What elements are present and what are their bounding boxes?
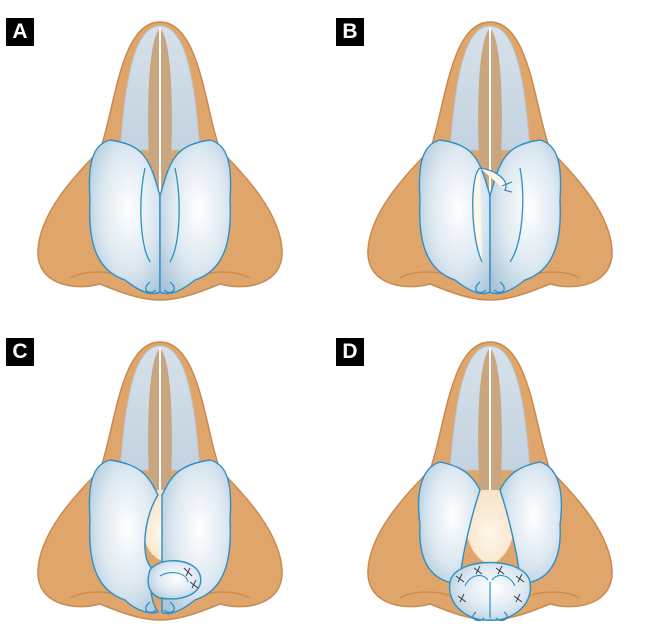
- panel-c: C: [0, 320, 320, 630]
- nose-diagram-b: [330, 0, 650, 310]
- panel-label: B: [336, 18, 364, 46]
- nose-diagram-d: [330, 320, 650, 630]
- panel-label: A: [6, 18, 34, 46]
- folded-crus: [148, 561, 201, 599]
- panel-d: D: [330, 320, 650, 630]
- panel-label: D: [336, 338, 364, 366]
- nose-diagram-c: [0, 320, 320, 630]
- nose-diagram-a: [0, 0, 320, 310]
- panel-label: C: [6, 338, 34, 366]
- panel-a: A: [0, 0, 320, 310]
- panel-b: B: [330, 0, 650, 310]
